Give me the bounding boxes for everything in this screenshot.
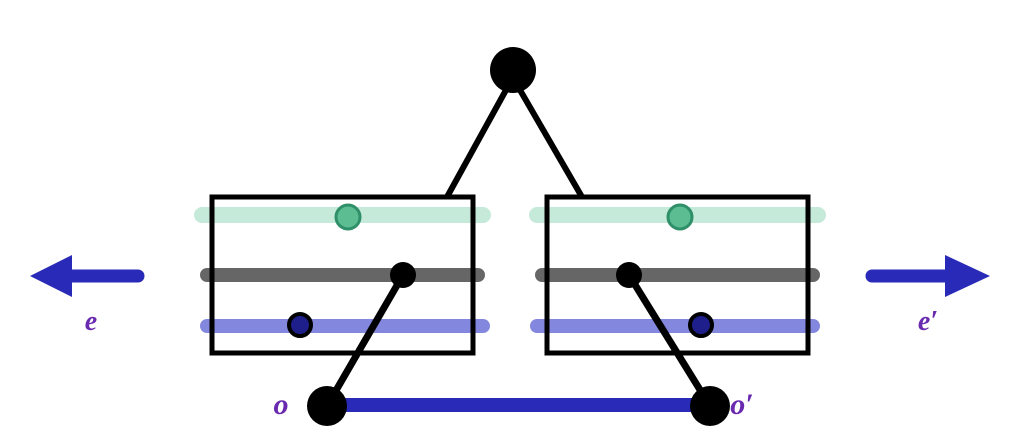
navy-dot-left — [287, 312, 313, 338]
vertex-nodes-layer — [307, 386, 730, 426]
detector-box-left-outline — [209, 194, 476, 356]
boost-arrow-right-head — [945, 255, 990, 297]
apex-edge-right — [517, 88, 585, 199]
apex-edges-layer — [444, 88, 585, 199]
boost-arrow-right — [865, 255, 990, 297]
boost-arrow-left-label: e — [85, 306, 97, 337]
track-line-left — [323, 273, 407, 408]
track-lines-layer — [323, 273, 713, 408]
apex-edge-left — [444, 88, 509, 199]
boost-arrows-layer — [30, 255, 990, 297]
vertex-node-left-label: o — [274, 388, 289, 421]
boost-arrow-left-head — [30, 255, 72, 297]
green-dot-right — [666, 203, 694, 231]
apex-node — [490, 47, 536, 93]
vertex-node-left — [307, 386, 347, 426]
navy-dot-right — [688, 312, 714, 338]
boost-arrow-left — [30, 255, 145, 297]
track-line-right — [626, 273, 713, 408]
green-dot-left — [334, 203, 362, 231]
vertex-node-right — [690, 386, 730, 426]
apex-node-layer — [490, 47, 536, 93]
hit-dots-layer — [287, 203, 714, 338]
black-dot-left — [390, 262, 416, 288]
vertex-node-right-label: o′ — [730, 388, 753, 421]
black-dot-right — [616, 262, 642, 288]
boost-arrow-right-label: e′ — [918, 306, 938, 337]
labels-layer: o o′ e e′ — [85, 306, 938, 421]
